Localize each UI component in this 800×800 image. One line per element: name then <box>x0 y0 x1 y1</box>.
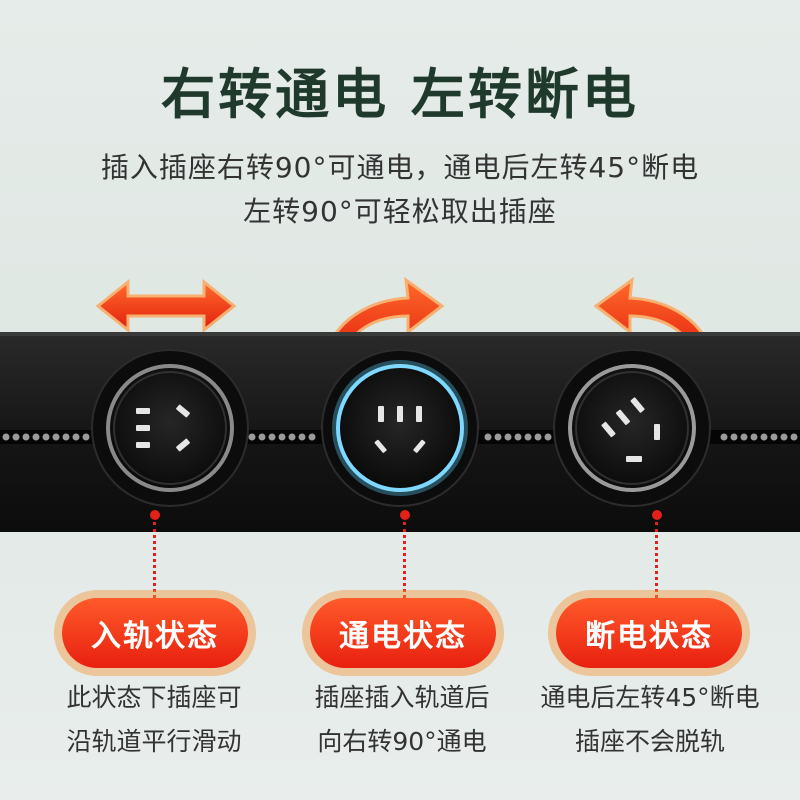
state-desc-power-off: 通电后左转45°断电 插座不会脱轨 <box>520 676 780 764</box>
rail-track-beads <box>2 433 798 441</box>
marker-dot-1 <box>150 510 160 520</box>
subtitle-line-1: 插入插座右转90°可通电，通电后左转45°断电 <box>100 151 700 184</box>
desc-line: 插座插入轨道后 <box>314 683 490 712</box>
marker-dot-2 <box>400 510 410 520</box>
desc-line: 通电后左转45°断电 <box>540 683 760 712</box>
desc-line: 向右转90°通电 <box>317 727 487 756</box>
state-desc-in-rail: 此状态下插座可 沿轨道平行滑动 <box>24 676 284 764</box>
double-arrow-icon <box>96 278 236 334</box>
state-label-power-on: 通电状态 <box>310 598 496 668</box>
marker-dot-3 <box>652 510 662 520</box>
state-desc-power-on: 插座插入轨道后 向右转90°通电 <box>272 676 532 764</box>
subtitle-line-2: 左转90°可轻松取出插座 <box>243 195 557 228</box>
desc-line: 沿轨道平行滑动 <box>66 727 242 756</box>
connector-line-2 <box>403 522 406 598</box>
state-label-power-off: 断电状态 <box>556 598 742 668</box>
connector-line-3 <box>655 522 658 598</box>
page-title: 右转通电 左转断电 <box>161 63 639 126</box>
socket-power-off <box>553 349 711 507</box>
desc-line: 插座不会脱轨 <box>574 727 725 756</box>
state-label-in-rail: 入轨状态 <box>62 598 248 668</box>
socket-power-on <box>321 349 479 507</box>
desc-line: 此状态下插座可 <box>66 683 242 712</box>
power-rail <box>0 332 800 532</box>
connector-line-1 <box>153 522 156 598</box>
socket-in-rail <box>91 349 249 507</box>
